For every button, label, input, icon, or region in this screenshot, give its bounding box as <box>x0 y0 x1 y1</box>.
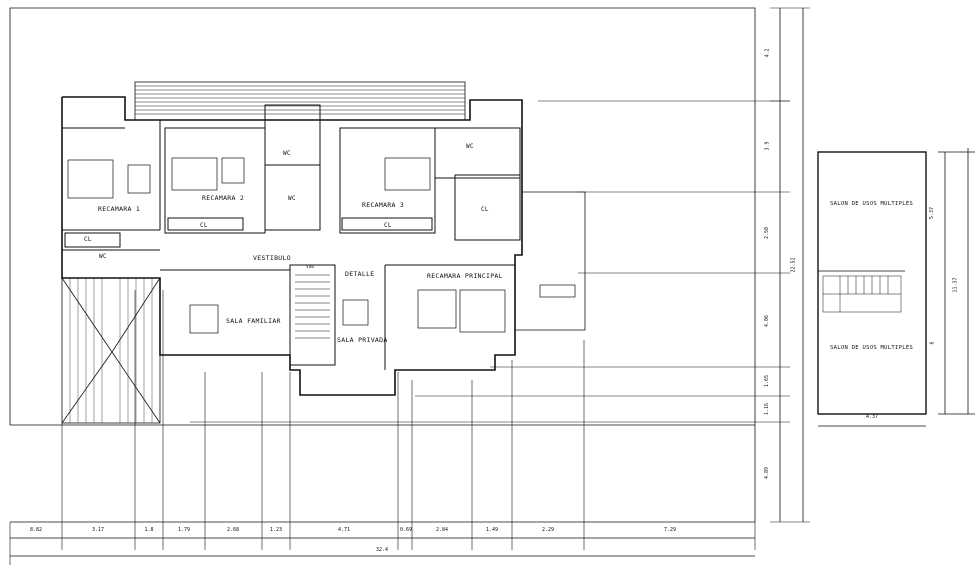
label-vestibulo: VESTIBULO <box>253 254 291 262</box>
label-cl-1: CL <box>84 236 92 243</box>
dim-right-total: 22.52 <box>790 257 797 273</box>
label-stair-tag: SUB <box>306 264 315 269</box>
label-detalle: DETALLE <box>345 270 375 278</box>
label-recamara3: RECAMARA 3 <box>362 201 405 209</box>
main-walls <box>61 96 523 396</box>
roof-left <box>61 277 161 424</box>
dim-right-1: 4.2 <box>764 48 771 58</box>
stair-hall <box>289 264 336 366</box>
site-boundary <box>9 7 756 522</box>
label-salon-bottom: SALON DE USOS MULTIPLES <box>830 345 914 351</box>
salon-stair <box>822 275 902 313</box>
label-cl-2: CL <box>200 222 208 229</box>
dim-bottom-12: 7.29 <box>663 527 677 533</box>
bed-icons <box>67 157 506 333</box>
dim-salon-bottom: 6 <box>929 341 936 345</box>
dim-right-7: 4.89 <box>764 466 771 480</box>
dim-right-5: 1.65 <box>764 374 771 388</box>
label-wc-3: WC <box>288 195 296 202</box>
dim-bottom-10: 1.49 <box>485 527 499 533</box>
closet-r2 <box>167 217 244 231</box>
dim-bottom-8: 0.69 <box>399 527 413 533</box>
dim-salon-top: 5.37 <box>929 206 936 220</box>
dim-bottom-4: 1.79 <box>177 527 191 533</box>
closet-r3 <box>341 217 433 231</box>
dim-bottom-6: 1.23 <box>269 527 283 533</box>
label-recamara1: RECAMARA 1 <box>98 205 141 213</box>
salon-building <box>817 151 927 415</box>
dim-bottom-11: 2.29 <box>541 527 555 533</box>
label-wc-4: WC <box>466 143 474 150</box>
recamara3-wall <box>339 127 436 234</box>
closet-principal <box>454 174 521 241</box>
dim-bottom-9: 2.84 <box>435 527 449 533</box>
label-wc-2: WC <box>283 150 291 157</box>
dim-bottom-5: 2.68 <box>226 527 240 533</box>
dim-total-width: 32.4 <box>375 547 389 553</box>
dim-bottom-1: 8.82 <box>29 527 43 533</box>
label-sala-privada: SALA PRIVADA <box>337 336 388 344</box>
label-wc-1: WC <box>99 253 107 260</box>
label-recamara2: RECAMARA 2 <box>202 194 245 202</box>
dim-right-6: 1.16 <box>764 402 771 416</box>
wc-right <box>434 127 521 179</box>
wc-center <box>264 104 321 231</box>
closet-r1 <box>64 232 121 248</box>
furniture-icons <box>127 157 576 334</box>
dim-bottom-2: 3.17 <box>91 527 105 533</box>
dim-bottom-7: 4.71 <box>337 527 351 533</box>
dim-salon-total: 11.37 <box>952 277 959 293</box>
dim-bottom-3: 1.8 <box>144 527 154 533</box>
dim-right-4: 4.06 <box>764 314 771 328</box>
dim-right-3: 2.50 <box>764 226 771 240</box>
stair-treads <box>295 274 330 339</box>
label-recamara-principal: RECAMARA PRINCIPAL <box>427 272 503 280</box>
label-cl-3: CL <box>384 222 392 229</box>
terrace-right <box>515 191 586 331</box>
label-sala-familiar: SALA FAMILIAR <box>226 317 281 325</box>
dim-salon-width: 4.37 <box>865 414 879 420</box>
label-salon-top: SALON DE USOS MULTIPLES <box>830 201 914 207</box>
recamara2-wall <box>164 127 266 234</box>
label-cl-4: CL <box>481 206 489 213</box>
dim-right-2: 3.9 <box>764 141 771 151</box>
terrace-pergola <box>134 81 466 121</box>
